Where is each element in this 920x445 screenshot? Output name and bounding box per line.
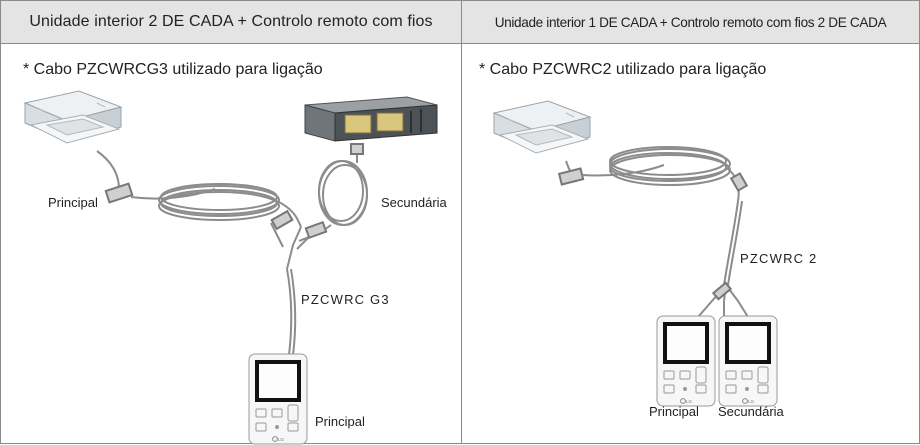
cable-code-label: PZCWRC G3 (301, 292, 390, 307)
wiring-illustration (96, 143, 368, 356)
left-cable-note: * Cabo PZCWRCG3 utilizado para ligação (23, 61, 323, 78)
wiring-illustration (557, 146, 749, 318)
remote-controller-illustration-primary: LG (656, 315, 716, 407)
cassette-unit-illustration (23, 90, 123, 144)
right-cable-note: * Cabo PZCWRC2 utilizado para ligação (479, 61, 767, 78)
label-remote-primary: Principal (649, 404, 699, 419)
cable-code-label: PZCWRC 2 (740, 251, 818, 266)
right-panel: Unidade interior 1 DE CADA + Controlo re… (461, 0, 920, 444)
label-secondary-unit: Secundária (381, 195, 447, 210)
label-remote-secondary: Secundária (718, 404, 784, 419)
left-panel-header: Unidade interior 2 DE CADA + Controlo re… (1, 1, 461, 44)
label-primary-unit: Principal (48, 195, 98, 210)
right-header-text: Unidade interior 1 DE CADA + Controlo re… (494, 14, 887, 30)
remote-logo: LG (686, 399, 693, 404)
remote-logo: LG (748, 399, 755, 404)
right-panel-header: Unidade interior 1 DE CADA + Controlo re… (462, 1, 919, 44)
label-remote-primary: Principal (315, 414, 365, 429)
remote-controller-illustration-secondary: LG (718, 315, 778, 407)
cassette-unit-illustration (492, 100, 592, 154)
remote-logo: LG (278, 437, 285, 442)
ducted-unit-illustration (304, 96, 438, 142)
left-panel: Unidade interior 2 DE CADA + Controlo re… (0, 0, 462, 445)
remote-controller-illustration: LG (248, 353, 308, 445)
left-header-text: Unidade interior 2 DE CADA + Controlo re… (29, 13, 433, 30)
